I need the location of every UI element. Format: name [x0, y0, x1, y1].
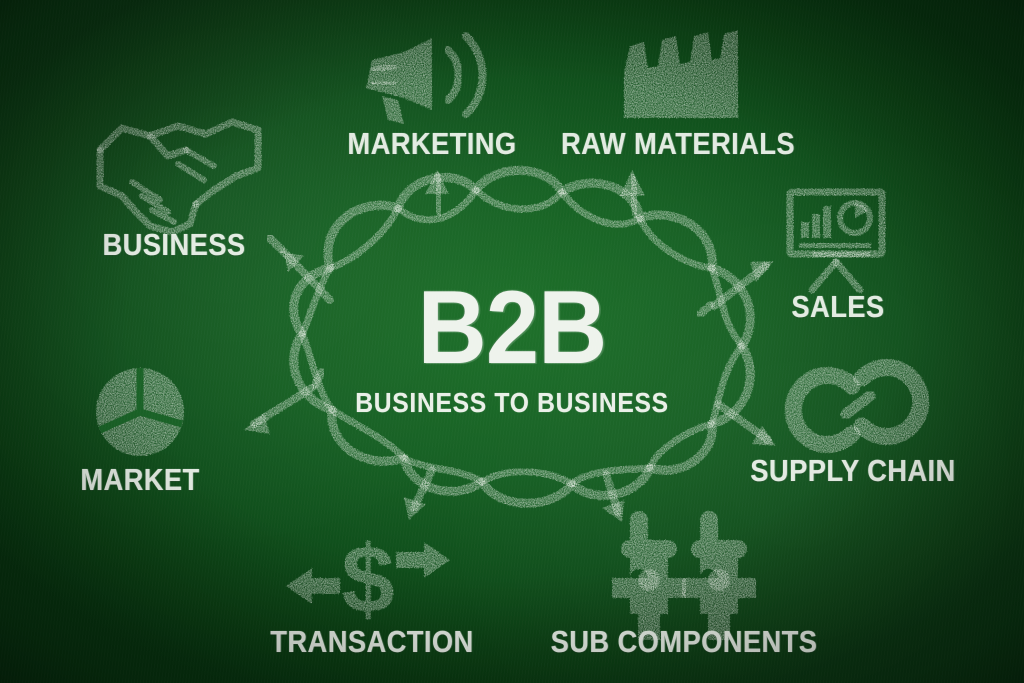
- node-label-raw-materials[interactable]: RAW MATERIALS: [560, 126, 796, 161]
- connector-arrow-supply-chain: [714, 400, 776, 446]
- page-subtitle: BUSINESS TO BUSINESS: [355, 387, 669, 418]
- chain-link-icon: [784, 359, 930, 453]
- node-label-market[interactable]: MARKET: [80, 462, 200, 497]
- connector-arrow-marketing: [425, 170, 449, 216]
- node-label-sales[interactable]: SALES: [791, 289, 885, 324]
- dollar-arrows-icon: $: [286, 526, 450, 633]
- connector-arrow-business: [266, 234, 334, 304]
- svg-text:$: $: [341, 526, 394, 633]
- node-label-supply-chain[interactable]: SUPPLY CHAIN: [750, 453, 956, 488]
- megaphone-icon: [366, 32, 487, 124]
- node-label-transaction[interactable]: TRANSACTION: [270, 624, 474, 659]
- handshake-icon: [96, 118, 262, 236]
- pie-chart-icon: [96, 368, 184, 456]
- node-label-marketing[interactable]: MARKETING: [347, 126, 517, 161]
- connector-arrow-market: [244, 368, 326, 434]
- connector-arrow-sub-components: [602, 470, 624, 522]
- presentation-chart-icon: [786, 188, 886, 294]
- connector-arrow-raw-materials: [620, 170, 645, 218]
- node-label-business[interactable]: BUSINESS: [102, 227, 246, 262]
- factory-icon: [624, 30, 738, 118]
- puzzle-people-icon: [612, 511, 756, 640]
- page-title: B2B: [417, 270, 608, 386]
- connector-arrow-transaction: [404, 466, 436, 520]
- node-label-sub-components[interactable]: SUB COMPONENTS: [550, 624, 818, 659]
- connector-arrow-sales: [696, 261, 774, 318]
